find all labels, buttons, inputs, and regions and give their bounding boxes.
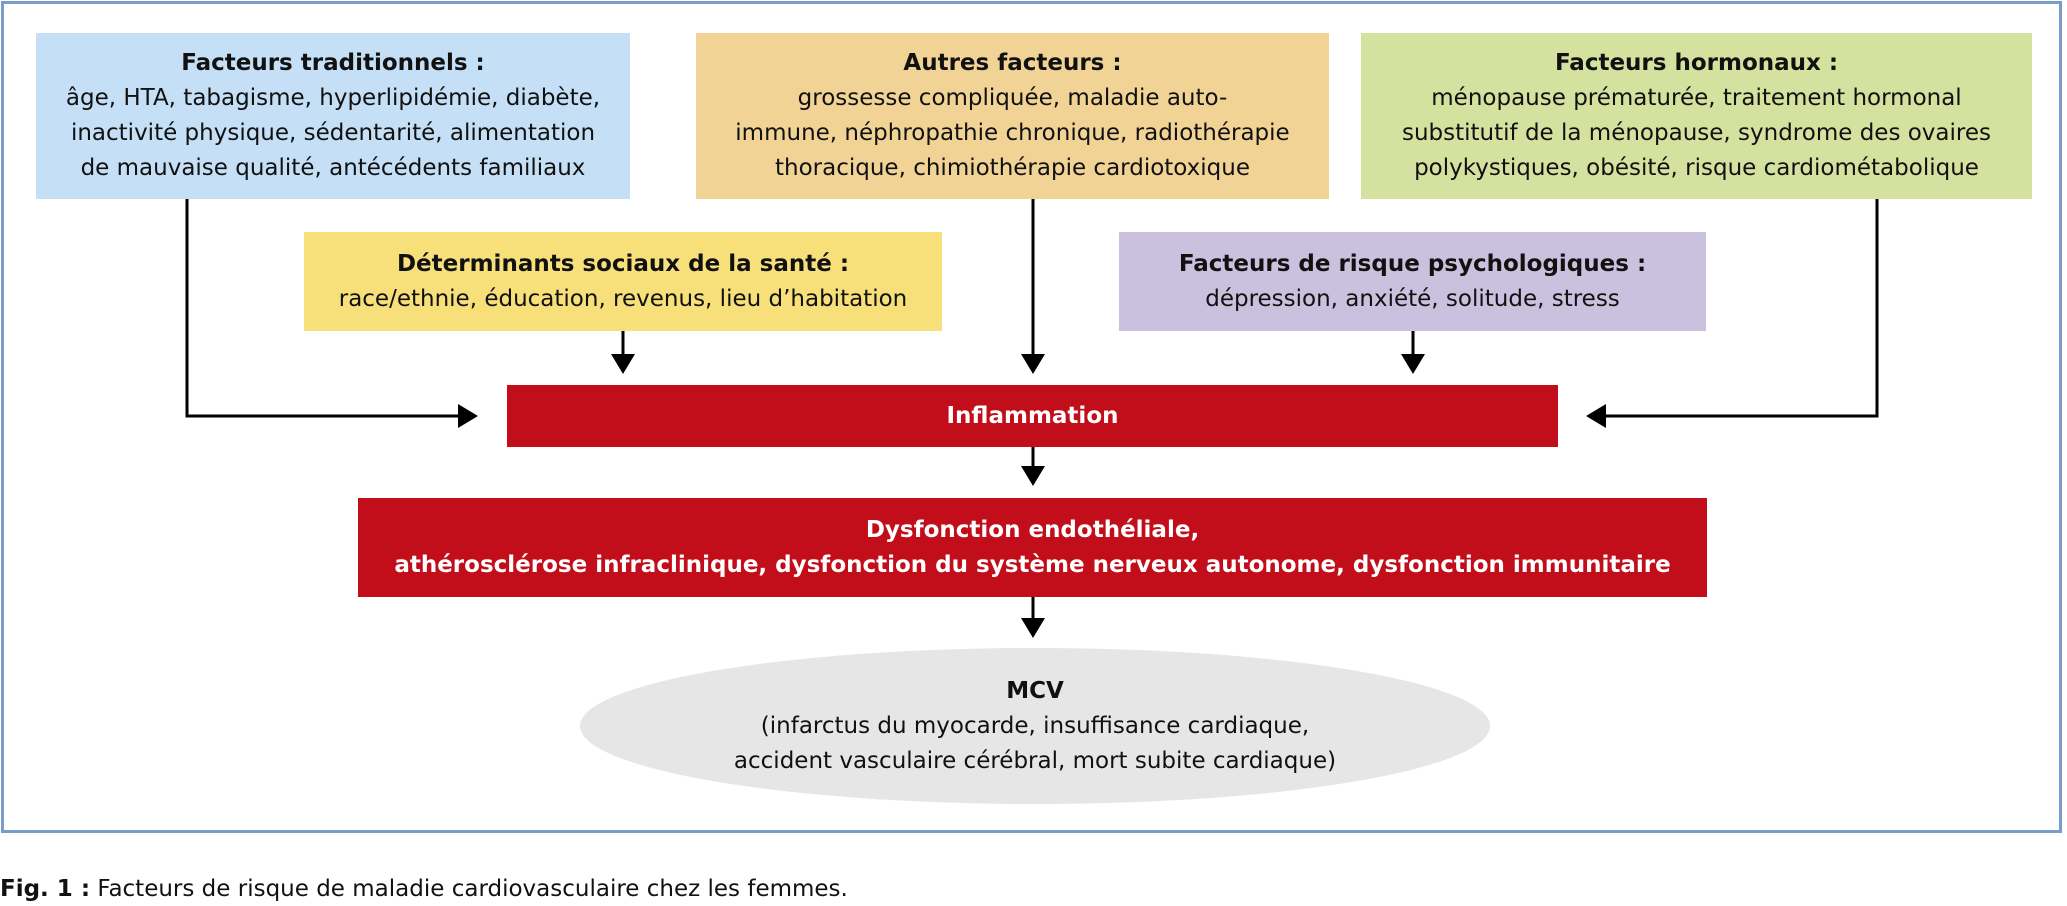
- other-factors-line: thoracique, chimiothérapie cardiotoxique: [775, 155, 1250, 181]
- other-factors-line: grossesse compliquée, maladie auto-: [797, 85, 1228, 111]
- psychological-factors-box: Facteurs de risque psychologiques : dépr…: [1119, 232, 1706, 331]
- dysfunction-box: Dysfonction endothéliale, athérosclérose…: [358, 498, 1707, 597]
- dysfunction-line: Dysfonction endothéliale,: [865, 516, 1200, 543]
- social-determinants-box: Déterminants sociaux de la santé : race/…: [304, 232, 942, 331]
- other-factors-box: Autres facteurs : grossesse compliquée, …: [696, 33, 1329, 199]
- other-factors-line: immune, néphropathie chronique, radiothé…: [735, 120, 1290, 146]
- mcv-line: accident vasculaire cérébral, mort subit…: [733, 747, 1337, 774]
- psychological-factors-title: Facteurs de risque psychologiques :: [1178, 250, 1647, 277]
- mcv-title: MCV: [1006, 677, 1064, 704]
- mcv-line: (infarctus du myocarde, insuffisance car…: [760, 712, 1310, 739]
- mcv-ellipse: MCV (infarctus du myocarde, insuffisance…: [580, 648, 1490, 804]
- traditional-factors-box: Facteurs traditionnels : âge, HTA, tabag…: [36, 33, 630, 199]
- psychological-factors-line: dépression, anxiété, solitude, stress: [1205, 285, 1620, 312]
- traditional-factors-title: Facteurs traditionnels :: [181, 50, 485, 76]
- diagram-frame: [1, 1, 2062, 833]
- hormonal-factors-line: polykystiques, obésité, risque cardiomét…: [1414, 155, 1979, 181]
- social-determinants-line: race/ethnie, éducation, revenus, lieu d’…: [338, 285, 908, 312]
- dysfunction-line: athérosclérose infraclinique, dysfonctio…: [394, 551, 1671, 578]
- social-determinants-title: Déterminants sociaux de la santé :: [396, 250, 850, 277]
- traditional-factors-line: âge, HTA, tabagisme, hyperlipidémie, dia…: [65, 85, 601, 111]
- hormonal-factors-title: Facteurs hormonaux :: [1554, 50, 1839, 76]
- traditional-factors-line: inactivité physique, sédentarité, alimen…: [70, 120, 596, 146]
- hormonal-factors-box: Facteurs hormonaux : ménopause prématuré…: [1361, 33, 2032, 199]
- inflammation-label: Inflammation: [946, 402, 1119, 429]
- inflammation-box: Inflammation: [507, 385, 1558, 447]
- figure-caption-text: Facteurs de risque de maladie cardiovasc…: [90, 876, 848, 902]
- figure-caption: Fig. 1 : Facteurs de risque de maladie c…: [0, 876, 848, 902]
- other-factors-title: Autres facteurs :: [903, 50, 1122, 76]
- hormonal-factors-line: ménopause prématurée, traitement hormona…: [1431, 85, 1962, 111]
- hormonal-factors-line: substitutif de la ménopause, syndrome de…: [1401, 120, 1991, 146]
- traditional-factors-line: de mauvaise qualité, antécédents familia…: [80, 155, 586, 181]
- figure-caption-label: Fig. 1 :: [0, 876, 91, 902]
